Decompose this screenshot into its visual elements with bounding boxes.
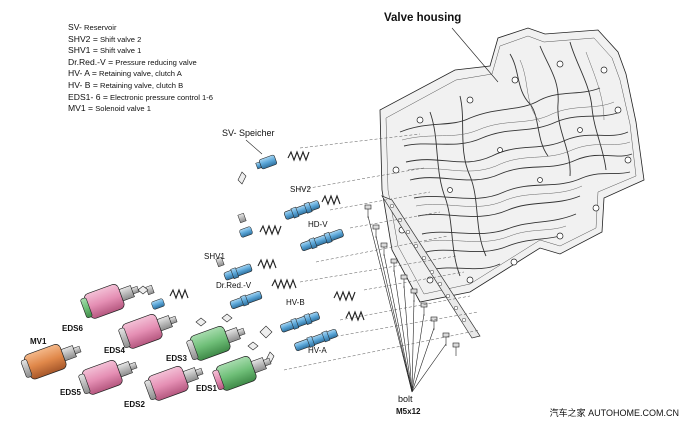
separator-plate <box>381 195 481 339</box>
solenoid-eds3 <box>186 326 246 361</box>
bolt-label: bolt <box>398 394 413 404</box>
bolt-size-label: M5x12 <box>396 407 421 416</box>
legend-row: EDS1- 6 = Electronic pressure control 1-… <box>68 91 213 102</box>
bolts <box>364 204 460 356</box>
legend-row: SV- Reservoir <box>68 22 117 32</box>
eds3-label: EDS3 <box>166 354 187 363</box>
solenoid-mv1 <box>20 344 82 380</box>
sv-speicher-assembly <box>237 139 310 185</box>
hv-b-valve <box>280 290 356 333</box>
solenoid-eds2 <box>144 366 204 401</box>
legend-row: HV- B = Retaining valve, clutch B <box>68 79 184 90</box>
eds6-label: EDS6 <box>62 324 83 333</box>
hd-v-label: HD-V <box>308 220 328 229</box>
solenoid-eds6 <box>80 284 140 319</box>
legend-row: HV- A = Retaining valve, clutch A <box>68 68 182 79</box>
bolt-leaders <box>367 215 447 393</box>
eds1-label: EDS1 <box>196 384 217 393</box>
dr-red-v-valve <box>145 278 297 310</box>
hv-b-label: HV-B <box>286 298 305 307</box>
legend-row: SHV1 = Shift valve 1 <box>68 45 142 56</box>
hv-a-label: HV-A <box>308 346 327 355</box>
valve-housing-leader <box>451 27 499 83</box>
watermark-text: 汽车之家 AUTOHOME.COM.CN <box>549 408 679 418</box>
sv-speicher-label: SV- Speicher <box>222 128 275 138</box>
shv2-label: SHV2 <box>290 185 311 194</box>
shv1-label: SHV1 <box>204 252 225 261</box>
legend-row: Dr.Red.-V = Pressure reducing valve <box>68 56 197 67</box>
abbreviation-legend: SV- Reservoir SHV2 = Shift valve 2 SHV1 … <box>68 22 213 115</box>
valve-housing-label: Valve housing <box>384 12 462 24</box>
shv2-valve <box>283 194 341 220</box>
mv1-label: MV1 <box>30 337 47 346</box>
eds5-label: EDS5 <box>60 388 81 397</box>
solenoid-eds4 <box>118 314 178 349</box>
hd-v-valve <box>237 212 344 252</box>
valve-housing <box>379 27 645 303</box>
eds2-label: EDS2 <box>124 400 145 409</box>
solenoid-eds5 <box>78 360 138 395</box>
shv1-valve <box>215 256 277 281</box>
dr-red-v-label: Dr.Red.-V <box>216 281 252 290</box>
solenoid-eds1 <box>212 356 272 391</box>
alignment-lines <box>283 133 481 371</box>
eds4-label: EDS4 <box>104 346 125 355</box>
legend-row: SHV2 = Shift valve 2 <box>68 33 142 44</box>
legend-row: MV1 = Solenoid valve 1 <box>68 103 151 114</box>
connector-clips <box>137 285 259 351</box>
